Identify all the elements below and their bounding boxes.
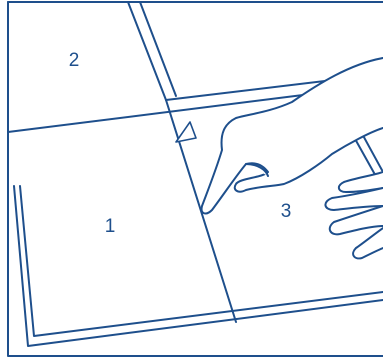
resting-hand-finger-3 [328,205,383,236]
pointing-hand-knuckle [245,163,269,177]
seam-diagonal-top [127,1,167,101]
resting-hand [324,171,383,260]
board-inner-edge-2 [19,185,383,337]
warning-triangle-icon [175,121,197,143]
triangle-marker [175,121,197,143]
seam-diagonal-top-2 [139,1,177,97]
resting-hand-finger-2 [324,187,383,211]
seam-horizontal [7,89,344,133]
pointing-hand [200,57,383,215]
panel-label-3: 3 [281,201,292,222]
resting-hand-finger-1 [338,171,383,193]
pointing-hand-arm [200,57,383,215]
panel-label-1: 1 [105,216,116,237]
resting-hand-finger-4 [352,227,383,260]
panel-label-2: 2 [69,50,80,71]
board-outline [7,1,383,357]
panel-grid [7,1,383,323]
board-inner-edge [13,185,383,347]
board-outer-edge [7,1,383,357]
